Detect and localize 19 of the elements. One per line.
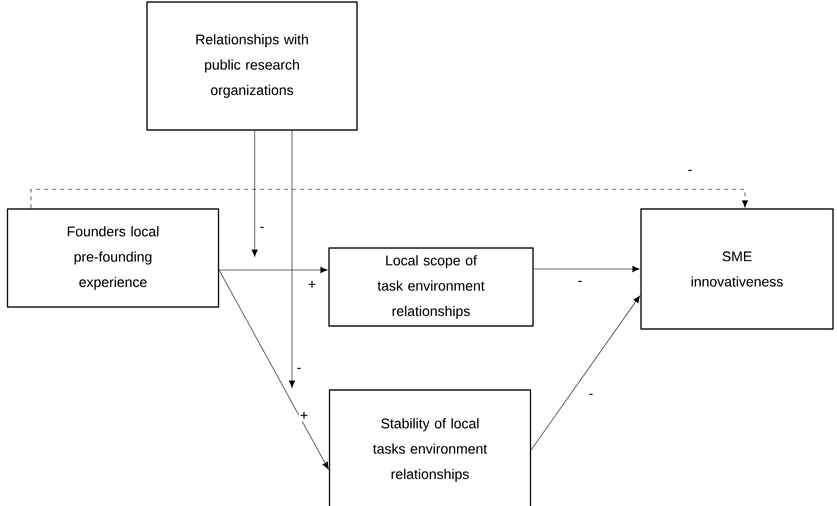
edge-label: - xyxy=(686,168,694,176)
text-box: SME innovativeness xyxy=(640,208,834,330)
arrow xyxy=(218,270,329,470)
text-box: Stability of local tasks environment relationships xyxy=(328,389,532,506)
edge-label: - xyxy=(295,366,303,374)
text-box: Local scope of task environment relationships xyxy=(328,247,534,327)
arrow xyxy=(288,130,296,388)
arrow xyxy=(252,130,258,257)
text-box: Founders local pre-founding experience xyxy=(6,208,220,308)
edge-label: - xyxy=(258,226,266,232)
edge-label: + xyxy=(298,410,310,422)
text-box: Relationships with public research organizations xyxy=(146,1,358,131)
edge-label: - xyxy=(576,280,584,286)
arrow xyxy=(533,266,640,272)
arrow xyxy=(30,189,748,209)
arrow xyxy=(218,266,328,274)
edge-label: - xyxy=(587,392,595,400)
edge-label: + xyxy=(306,280,318,290)
arrow xyxy=(530,296,640,450)
